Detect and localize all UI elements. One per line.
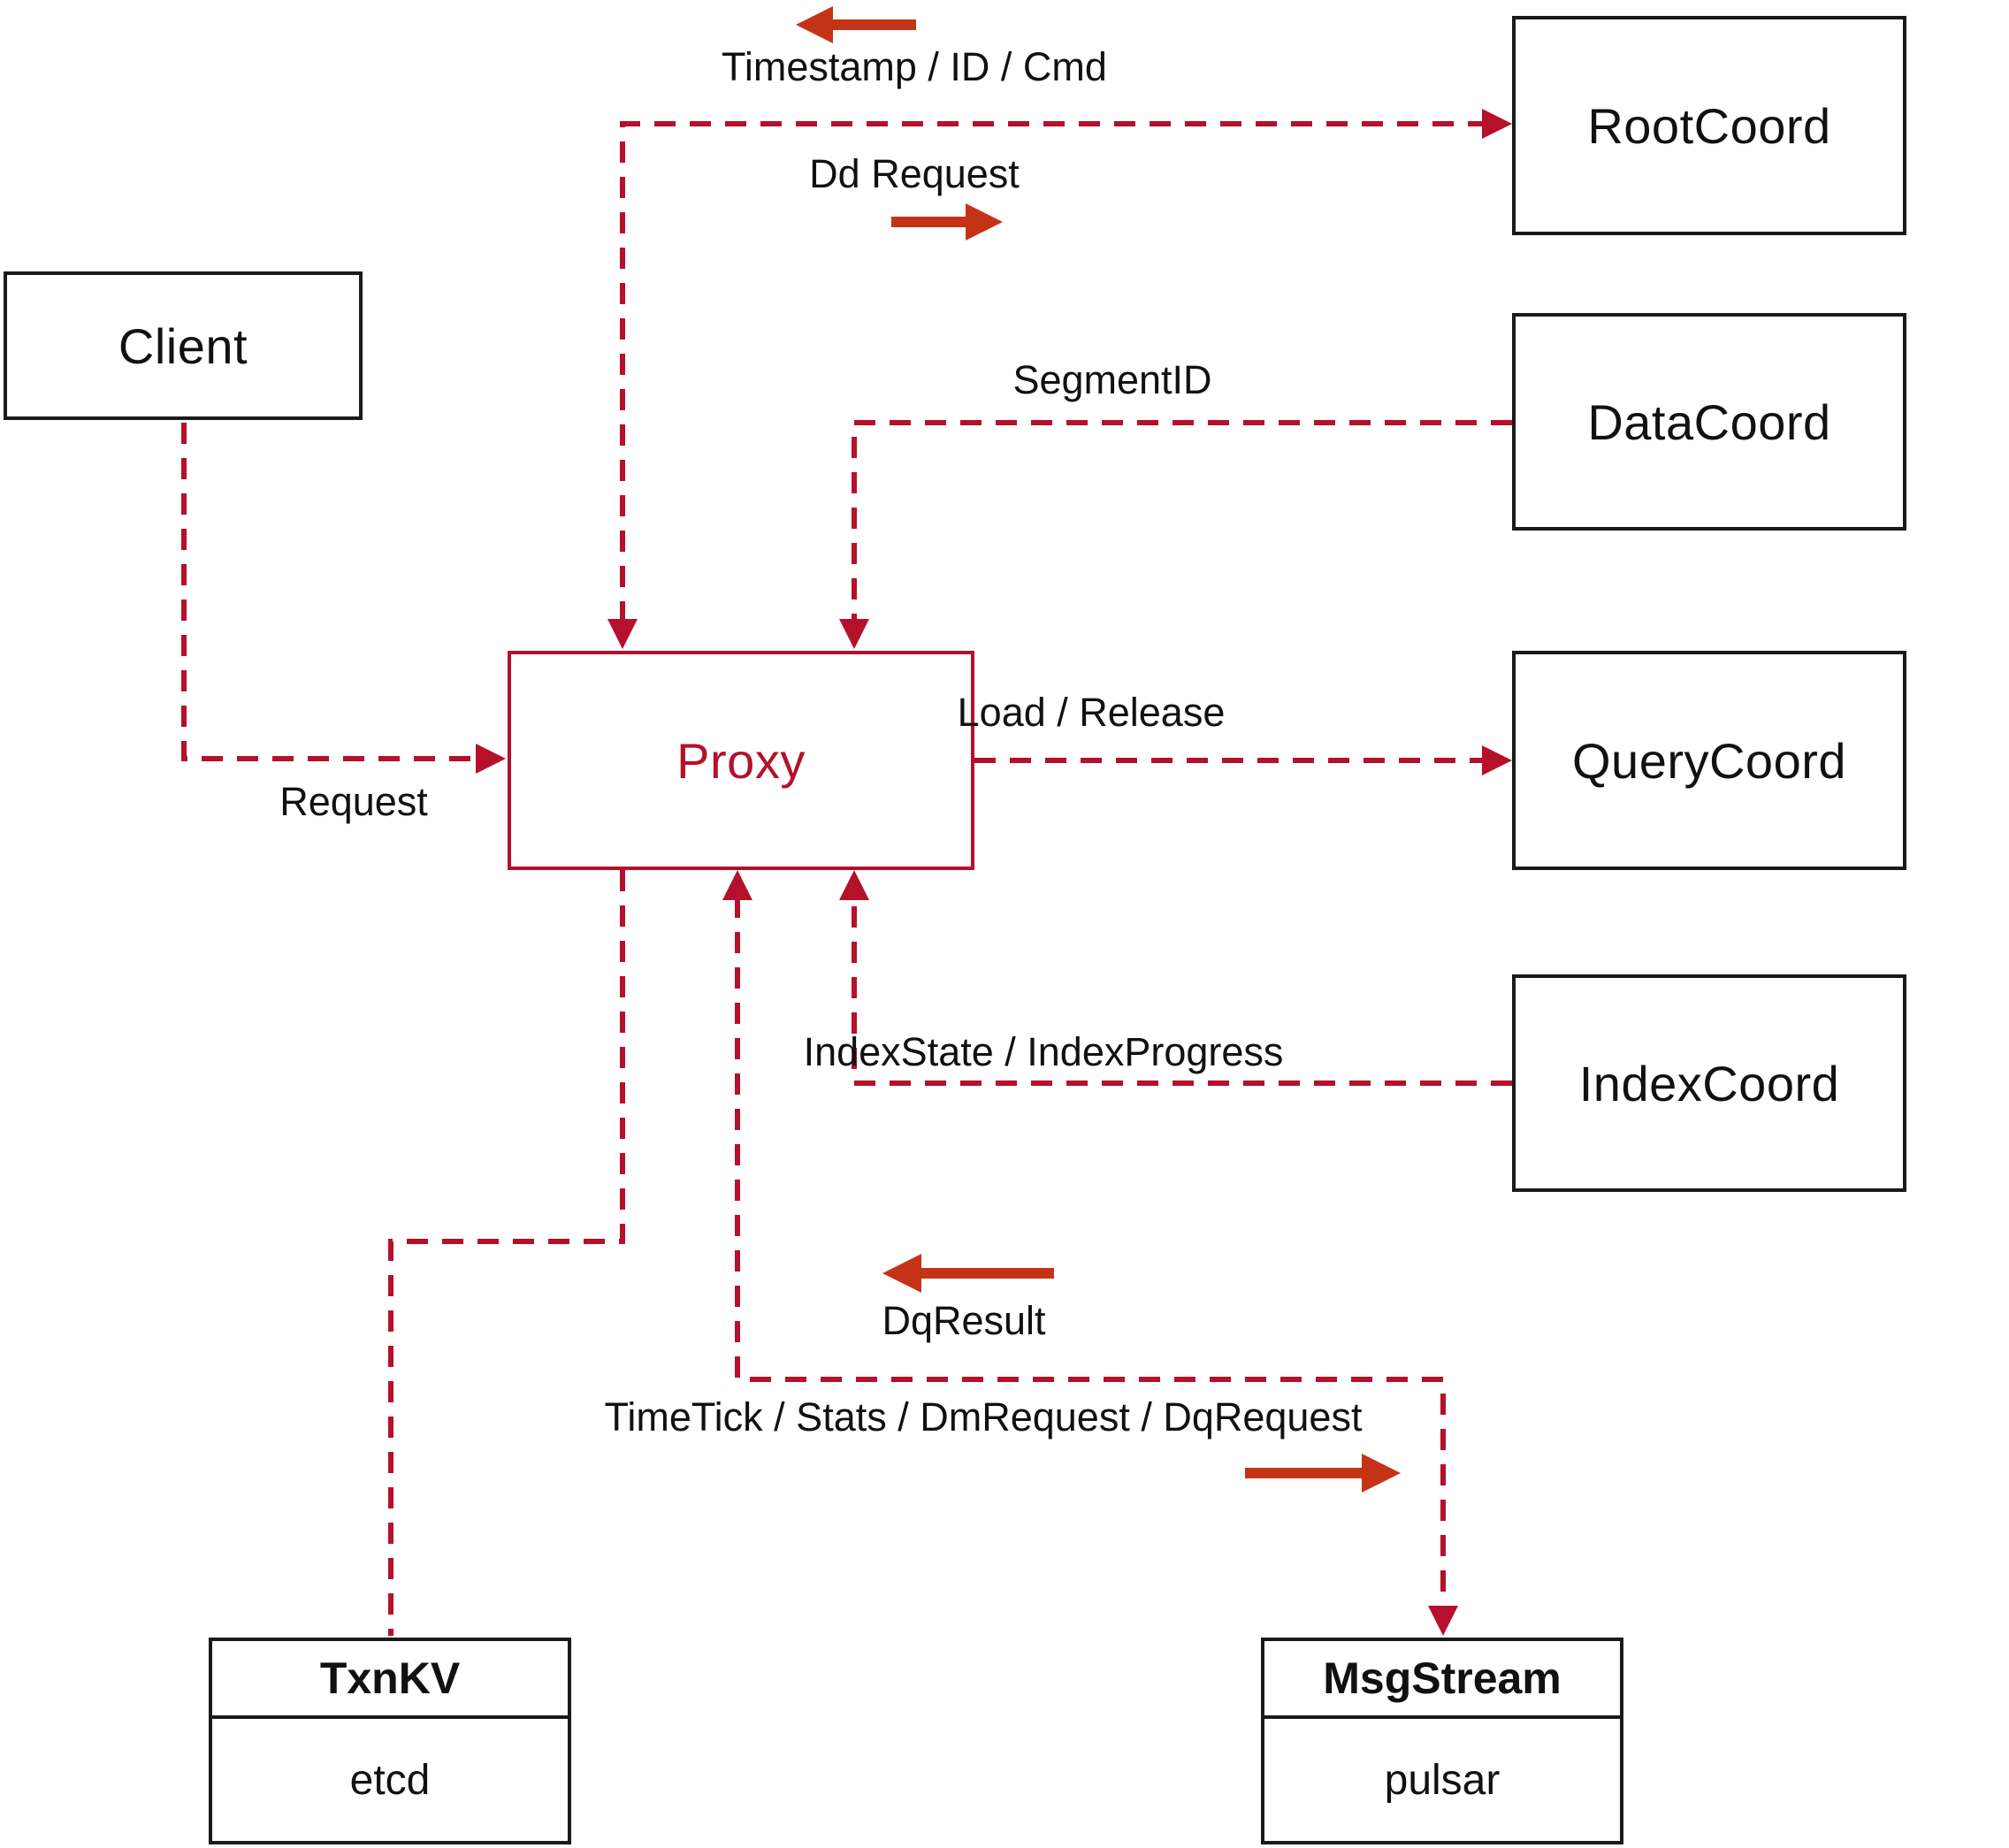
edge-client-to-proxy [181, 423, 483, 761]
label-time-tick: TimeTick / Stats / DmRequest / DqRequest [604, 1394, 1363, 1439]
querycoord-label: QueryCoord [1571, 732, 1847, 789]
edge-proxy-msgstream [735, 897, 1446, 1609]
arrow-right-time-tick [1245, 1454, 1401, 1493]
arrow-right-dd-request [891, 203, 1003, 241]
node-querycoord: QueryCoord [1512, 651, 1906, 870]
txnkv-subtitle: etcd [349, 1756, 431, 1804]
arrowhead-into-msgstream [1428, 1606, 1458, 1636]
indexcoord-label: IndexCoord [1578, 1055, 1840, 1111]
label-index-state: IndexState / IndexProgress [803, 1029, 1284, 1074]
label-segment-id: SegmentID [1012, 357, 1212, 402]
label-timestamp-id-cmd: Timestamp / ID / Cmd [722, 44, 1107, 89]
txnkv-title: TxnKV [212, 1641, 568, 1719]
edge-proxy-to-txnkv [388, 870, 625, 1636]
dashed-connectors [181, 121, 1512, 1636]
arrowhead-into-proxy-bottom-mid [722, 870, 752, 900]
node-client: Client [4, 271, 363, 420]
label-dq-result: DqResult [882, 1298, 1046, 1343]
client-label: Client [118, 317, 248, 374]
label-load-release: Load / Release [957, 690, 1226, 735]
connector-arrowheads [476, 109, 1512, 1636]
arrowhead-into-proxy-top-left [607, 619, 638, 649]
msgstream-title: MsgStream [1264, 1641, 1620, 1719]
node-msgstream: MsgStream pulsar [1261, 1638, 1623, 1844]
label-request: Request [279, 779, 428, 824]
arrow-left-dq-result [882, 1254, 1054, 1293]
edge-indexcoord-to-proxy [852, 897, 1512, 1086]
edge-proxy-rootcoord [620, 121, 1482, 622]
arrowhead-into-proxy-bottom-right [839, 870, 869, 900]
arrowhead-into-querycoord [1482, 745, 1512, 775]
direction-arrows [796, 6, 1401, 1493]
arrowhead-into-rootcoord [1482, 109, 1512, 139]
arrowhead-into-proxy-left [476, 744, 506, 774]
edge-datacoord-to-proxy [852, 420, 1512, 622]
arrow-left-timestamp [796, 6, 916, 43]
node-datacoord: DataCoord [1512, 313, 1906, 531]
label-dd-request: Dd Request [809, 151, 1020, 196]
arrowhead-into-proxy-top-right [839, 619, 869, 649]
node-txnkv: TxnKV etcd [209, 1638, 571, 1844]
proxy-label: Proxy [676, 732, 806, 789]
node-rootcoord: RootCoord [1512, 16, 1906, 235]
datacoord-label: DataCoord [1587, 393, 1831, 450]
node-proxy: Proxy [508, 651, 974, 870]
msgstream-subtitle: pulsar [1384, 1756, 1501, 1804]
node-indexcoord: IndexCoord [1512, 974, 1906, 1192]
rootcoord-label: RootCoord [1587, 97, 1831, 154]
